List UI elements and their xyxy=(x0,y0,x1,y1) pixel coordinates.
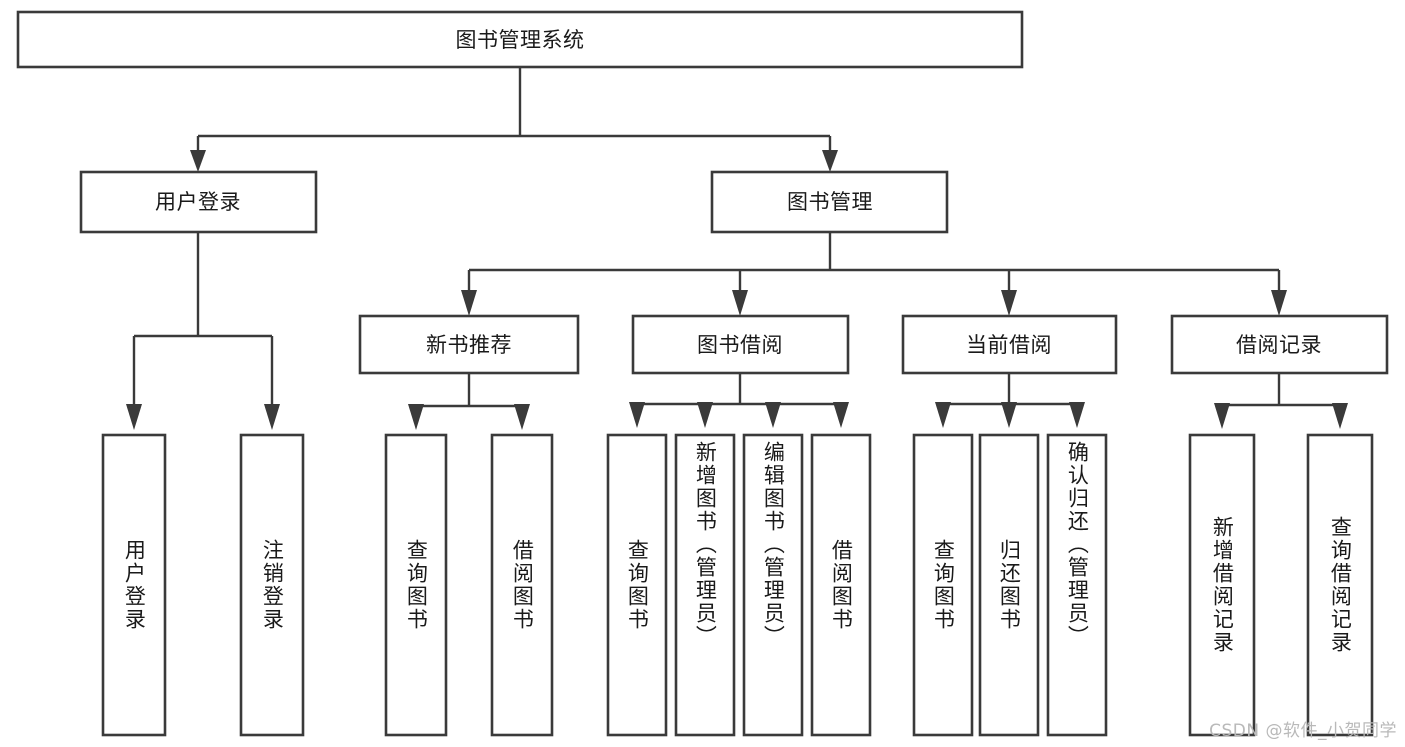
arrow-head-leaf-user-login xyxy=(126,404,142,430)
node-label-new-book-rec: 新书推荐 xyxy=(426,333,512,357)
arrow-head-current-borrow xyxy=(1001,290,1017,316)
connector-group-current-borrow xyxy=(935,373,1085,428)
arrow-head-leaf-query-book-1 xyxy=(408,404,424,430)
node-box-leaf-logout[interactable] xyxy=(239,433,305,737)
arrow-head-leaf-query-book-3 xyxy=(935,402,951,428)
node-box-leaf-query-book-1[interactable] xyxy=(384,433,448,737)
node-box-leaf-borrow-book-1[interactable] xyxy=(490,433,554,737)
connector-group-book-borrow xyxy=(629,373,849,428)
node-box-current-borrow[interactable] xyxy=(901,314,1118,375)
node-box-leaf-return-book[interactable] xyxy=(978,433,1040,737)
node-box-leaf-add-record[interactable] xyxy=(1188,433,1256,737)
node-box-book-borrow[interactable] xyxy=(631,314,850,375)
arrow-head-leaf-query-book-2 xyxy=(629,402,645,428)
node-box-leaf-query-book-3[interactable] xyxy=(912,433,974,737)
node-box-leaf-edit-book[interactable] xyxy=(742,433,804,737)
node-label-current-borrow: 当前借阅 xyxy=(966,333,1052,357)
arrow-head-new-book-rec xyxy=(461,290,477,316)
arrow-head-leaf-borrow-book-1 xyxy=(514,404,530,430)
node-box-borrow-record[interactable] xyxy=(1170,314,1389,375)
arrow-head-book-borrow xyxy=(732,290,748,316)
connector-group-new-book-rec xyxy=(408,373,530,430)
arrow-head-leaf-add-book xyxy=(697,402,713,428)
node-box-leaf-borrow-book-2[interactable] xyxy=(810,433,872,737)
node-box-user-login[interactable] xyxy=(79,170,318,234)
arrow-head-leaf-add-record xyxy=(1214,403,1230,429)
arrow-head-leaf-return-book xyxy=(1001,402,1017,428)
node-label-root: 图书管理系统 xyxy=(456,28,585,52)
node-box-leaf-query-record[interactable] xyxy=(1306,433,1374,737)
arrow-head-user-login xyxy=(190,150,206,172)
node-box-leaf-confirm-return[interactable] xyxy=(1046,433,1108,737)
node-box-leaf-user-login[interactable] xyxy=(101,433,167,737)
connector-group-book-mgmt xyxy=(461,232,1287,316)
connector-group-user-login xyxy=(126,232,280,430)
arrow-head-leaf-query-record xyxy=(1332,403,1348,429)
arrow-head-book-mgmt xyxy=(822,150,838,172)
node-label-book-mgmt: 图书管理 xyxy=(787,190,873,214)
arrow-head-leaf-logout xyxy=(264,404,280,430)
node-box-leaf-query-book-2[interactable] xyxy=(606,433,668,737)
arrow-head-leaf-edit-book xyxy=(765,402,781,428)
node-label-user-login: 用户登录 xyxy=(155,190,241,214)
connector-group-root xyxy=(190,67,838,172)
node-label-borrow-record: 借阅记录 xyxy=(1236,333,1322,357)
node-box-new-book-rec[interactable] xyxy=(358,314,580,375)
connector-group-borrow-record xyxy=(1214,373,1348,429)
watermark-text: CSDN @软件_小贺同学 xyxy=(1209,721,1397,741)
arrow-head-leaf-confirm-return xyxy=(1069,402,1085,428)
node-box-root[interactable] xyxy=(16,10,1024,69)
node-box-leaf-add-book[interactable] xyxy=(674,433,736,737)
node-box-book-mgmt[interactable] xyxy=(710,170,949,234)
node-label-book-borrow: 图书借阅 xyxy=(697,333,783,357)
arrow-head-borrow-record xyxy=(1271,290,1287,316)
arrow-head-leaf-borrow-book-2 xyxy=(833,402,849,428)
